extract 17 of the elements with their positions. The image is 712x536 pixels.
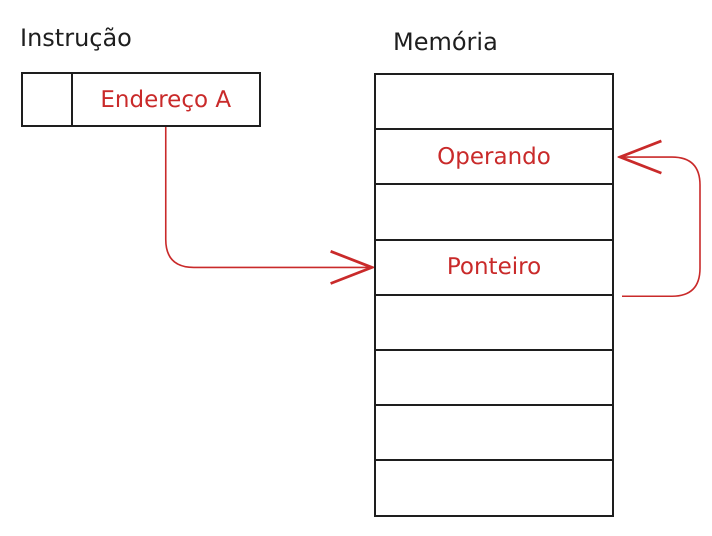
heading: Memória <box>393 28 498 56</box>
cell-text: Ponteiro <box>446 254 542 280</box>
empty-cell <box>374 183 614 242</box>
arrow <box>164 127 374 285</box>
empty-cell <box>374 348 614 407</box>
cell-text: Endereço A <box>100 86 232 112</box>
empty-cell <box>374 404 614 462</box>
empty-cell <box>374 459 614 517</box>
arrow <box>618 140 701 298</box>
memory-cell <box>70 72 261 127</box>
empty-cell <box>374 73 614 131</box>
empty-cell <box>374 294 614 352</box>
memory-cell <box>374 128 614 186</box>
empty-cell <box>21 72 73 127</box>
heading: Instrução <box>20 24 132 52</box>
cell-text: Operando <box>437 144 551 170</box>
memory-cell <box>374 238 614 296</box>
